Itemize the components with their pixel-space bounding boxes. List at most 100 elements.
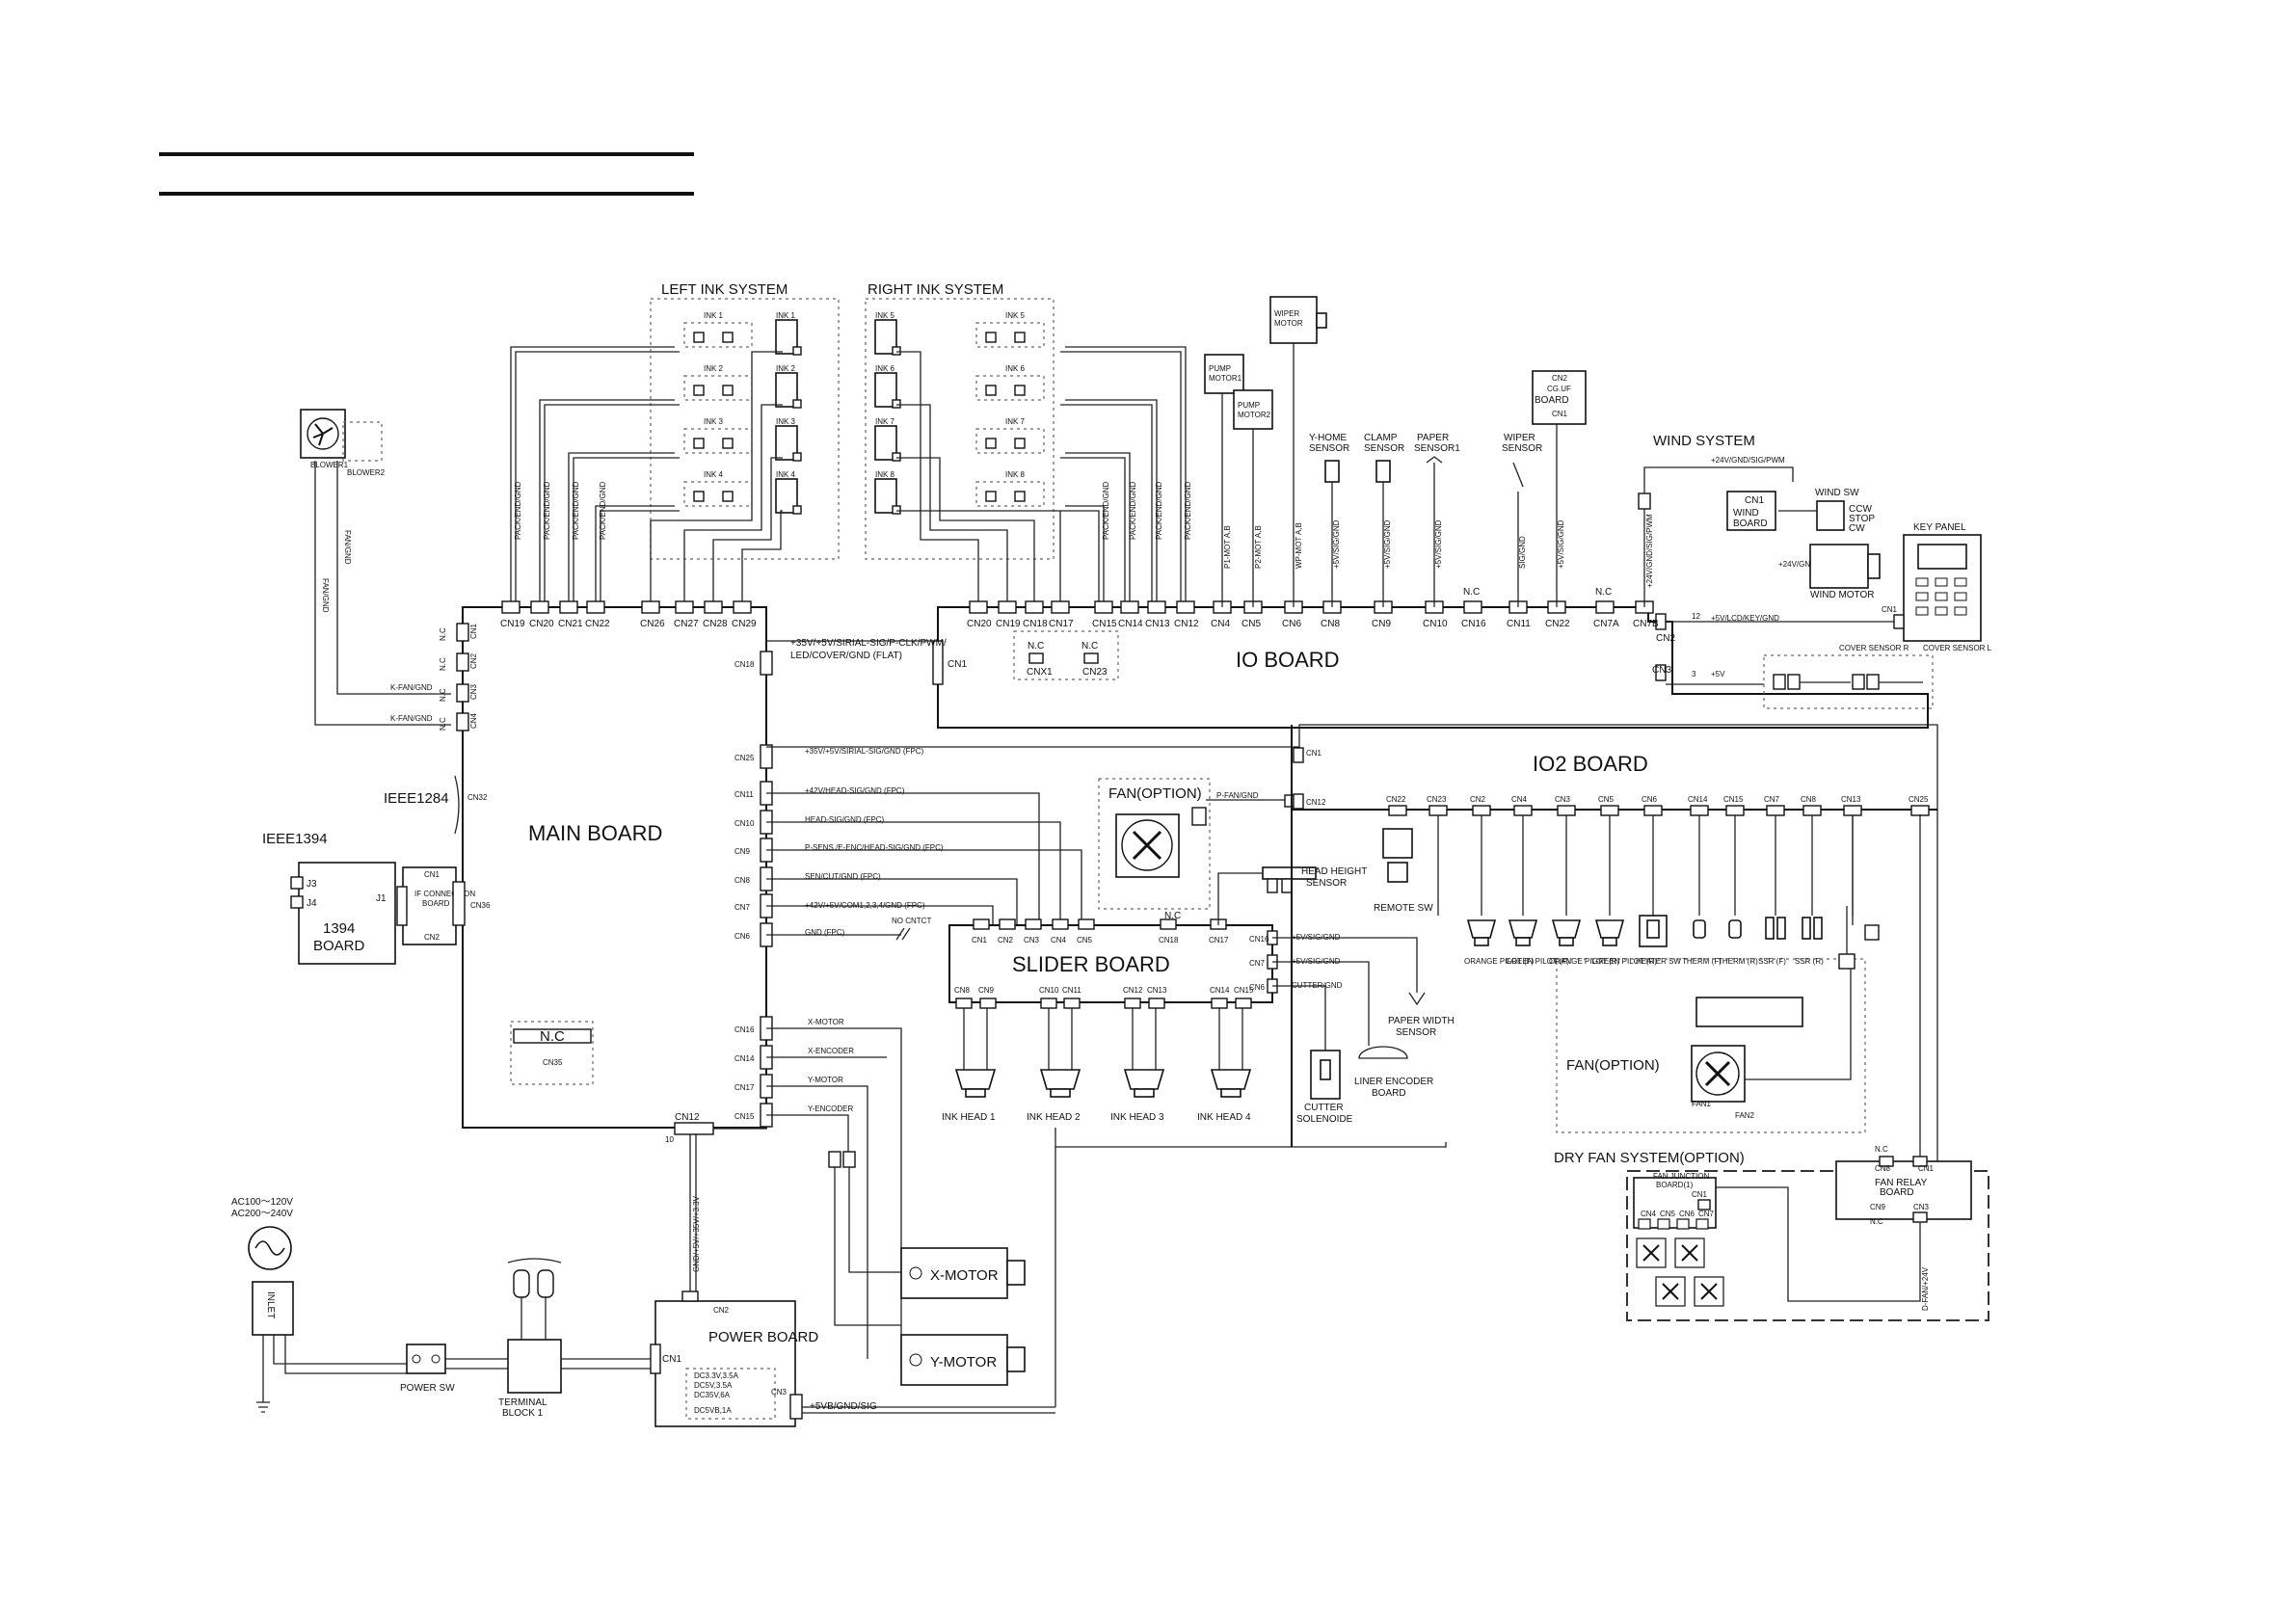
svg-text:CN9: CN9 [1870,1203,1886,1211]
svg-text:PUMP: PUMP [1209,364,1231,373]
svg-text:MOTOR: MOTOR [1274,319,1303,328]
connector-label: CN22 [1386,795,1406,804]
dry-fan-system: FAN(OPTION) FAN1 FAN2 DRY FAN SYSTEM(OPT… [1554,814,1989,1321]
ink-sensor [722,438,734,449]
connector [704,600,723,614]
ink-head-body [1039,1069,1081,1090]
svg-text:PACK/END/GND: PACK/END/GND [572,481,580,540]
head-cable [1048,1008,1073,1070]
pilot-lamp [1551,919,1582,939]
svg-text:CN36: CN36 [470,901,491,910]
ink-head-nozzle [1134,1088,1155,1098]
svg-text:POWER BOARD: POWER BOARD [708,1329,818,1345]
connector-label: CN3 [1555,795,1571,804]
svg-text:10: 10 [665,1135,674,1144]
svg-text:CUTTER: CUTTER [1304,1103,1344,1113]
io-board: IO BOARD N.C N.C CNX1 CN23 CN1 +35V/+5V/… [766,606,1929,729]
ink-board-connector [892,505,901,515]
ink-label: INK 4 [704,470,724,479]
svg-text:+5V: +5V [1711,670,1725,678]
ink-head-nozzle [1050,1088,1071,1098]
svg-text:BLOWER1: BLOWER1 [310,461,349,469]
ink-sensor [722,385,734,396]
connector-label: CN7 [734,903,751,912]
svg-text:PACK/END/GND: PACK/END/GND [1184,481,1192,540]
ink-label: INK 3 [704,417,724,426]
connector-label: CN7B [1633,619,1659,629]
io2-devices: ORANGE PILOT (F)GREEN PILOT (F)ORANGE PI… [1464,815,1880,966]
svg-text:+24V/GND/SIG: +24V/GND/SIG [1778,560,1831,569]
ink-board-connector [792,399,802,409]
connector-label: CN11 [1062,986,1081,995]
connector-label: CN1 [972,936,988,945]
svg-text:CLAMP: CLAMP [1364,433,1398,443]
ink-board-connector [892,346,901,356]
svg-text:WIND SW: WIND SW [1815,488,1859,498]
ink-pack-frame [683,428,753,454]
io2-device-label: HEATER SW [1636,957,1681,966]
connector [1388,805,1407,816]
svg-text:+24V/GND/SIG/PWM: +24V/GND/SIG/PWM [1711,456,1785,465]
connector [1235,998,1252,1009]
connector [1094,600,1113,614]
ink-head-label: INK HEAD 1 [942,1112,996,1123]
connector [1910,805,1930,816]
svg-text:FAN/GND: FAN/GND [321,578,330,613]
connector [1725,805,1745,816]
connector [1513,805,1533,816]
ink-pack-frame [683,322,753,348]
connector [1595,600,1615,614]
connector-label: CN7 [1764,795,1780,804]
svg-text:BOARD: BOARD [313,938,365,954]
svg-text:CG.UF: CG.UF [1547,385,1571,393]
svg-text:AC200～240V: AC200～240V [231,1209,293,1219]
connector [1600,805,1619,816]
connector-label: CN17 [1049,619,1074,629]
ink-board-label: INK 6 [875,364,895,373]
ink-sensor [693,491,705,502]
head-cable [1218,1008,1243,1070]
ink-pack-frame [683,375,753,401]
connector-nc: N.C [439,627,447,641]
svg-text:CN23: CN23 [1082,667,1108,678]
connector [760,651,773,676]
connector-label: CN2 [998,936,1014,945]
ink-pack-frame [975,428,1045,454]
svg-text:WIND: WIND [1733,508,1759,519]
connector-label: CN18 [1159,936,1179,945]
svg-text:FAN(OPTION): FAN(OPTION) [1108,785,1202,802]
ink-board-label: INK 5 [875,311,895,320]
svg-text:+5VB/GND/SIG: +5VB/GND/SIG [810,1401,877,1412]
ink-sensor [985,438,997,449]
power-section: AC100～120V AC200～240V INLET POWER SW TER… [231,1112,1055,1427]
svg-text:BLOCK 1: BLOCK 1 [502,1408,544,1419]
connector-label: CN19 [996,619,1021,629]
blower: BLOWER1 BLOWER2 FAN/GND FAN/GND K-FAN/GN… [300,409,451,726]
connector-label: CN9 [1372,619,1391,629]
svg-text:3: 3 [1692,670,1696,678]
svg-text:N.C: N.C [1164,911,1181,921]
connector-label: CN18 [734,660,755,669]
ink-sensor [722,332,734,343]
pilot-lamp [1466,919,1497,939]
connector-label: CN11 [734,790,754,799]
connector [998,600,1017,614]
connector [1120,600,1139,614]
ink-label: INK 8 [1005,470,1026,479]
svg-text:BOARD(1): BOARD(1) [1656,1181,1694,1189]
ink-sensor [985,332,997,343]
ink-pack-frame [683,481,753,507]
connector-label: CN8 [954,986,971,995]
main-board-title: MAIN BOARD [528,821,662,845]
ink-id-board [775,478,798,514]
ink-wiring: PACK/END/GND PACK/END/GND PACK/END/GND P… [510,346,1192,607]
ink-board-label: INK 2 [776,364,796,373]
svg-text:CNX1: CNX1 [1027,667,1053,678]
svg-text:COVER SENSOR L: COVER SENSOR L [1923,644,1992,652]
svg-text:+5V/LCD/KEY/GND: +5V/LCD/KEY/GND [1711,614,1779,623]
svg-text:+5V/SIG/GND: +5V/SIG/GND [1383,519,1392,569]
